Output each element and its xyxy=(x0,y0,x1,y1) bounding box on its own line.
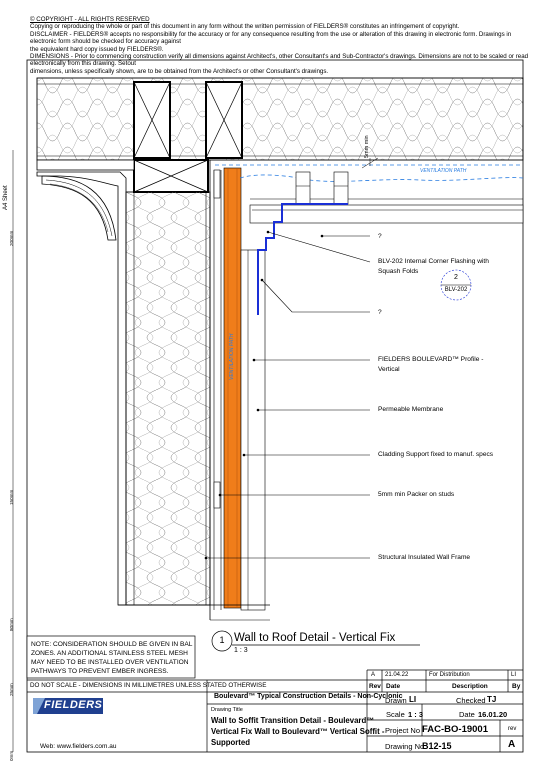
title-number: 1 xyxy=(219,635,225,645)
callout-wall-frame: Structural Insulated Wall Frame xyxy=(378,554,471,561)
drawing-title-line: Supported xyxy=(211,738,250,747)
scale-label: Scale xyxy=(386,710,405,719)
copyright-text: Copying or reproducing the whole or part… xyxy=(30,23,460,31)
copyright-title: © COPYRIGHT - ALL RIGHTS RESERVED xyxy=(30,16,150,23)
by-header: By xyxy=(512,683,521,690)
scale-150mm: 150mm xyxy=(9,489,14,505)
drawing-no-value: B12-15 xyxy=(422,741,452,751)
project-label: Project No xyxy=(385,726,421,735)
callout-membrane: Permeable Membrane xyxy=(378,406,444,413)
callout-flashing-2: Squash Folds xyxy=(378,268,419,275)
ventilation-path-top-label: VENTILATION PATH xyxy=(420,168,467,174)
copyright-block: © COPYRIGHT - ALL RIGHTS RESERVED Copyin… xyxy=(30,16,530,75)
rev-description-cell: For Distribution xyxy=(429,672,470,678)
drawn-value: LI xyxy=(409,695,417,704)
checked-value: TJ xyxy=(487,695,497,704)
series-title: Boulevard™ Typical Construction Details … xyxy=(214,693,403,700)
drawing-title-line: Vertical Fix Wall to Boulevard™ Vertical… xyxy=(211,727,385,736)
callout-unknown-1: ? xyxy=(378,233,382,240)
scale-80mm: 80mm xyxy=(9,618,14,631)
callout-unknown-2: ? xyxy=(378,309,382,316)
detail-scale: 1 : 3 xyxy=(234,647,248,654)
rev-by-cell: LI xyxy=(511,672,517,678)
callout-profile-2: Vertical xyxy=(378,366,400,373)
detail-title: Wall to Roof Detail - Vertical Fix xyxy=(234,632,396,644)
callout-profile: FIELDERS BOULEVARD™ Profile - xyxy=(378,356,484,363)
date-header: Date xyxy=(386,683,401,690)
rev-label: rev xyxy=(508,726,517,732)
rev-value: A xyxy=(508,739,516,750)
drawn-label: Drawn xyxy=(385,696,407,705)
website: Web: www.fielders.com.au xyxy=(40,743,117,750)
checked-label: Checked xyxy=(456,696,486,705)
disclaimer-text-2: the equivalent hard copy issued by FIELD… xyxy=(30,45,164,53)
ember-note: NOTE: CONSIDERATION SHOULD BE GIVEN IN B… xyxy=(31,640,192,676)
ventilation-path-side-label: VENTILATION PATH xyxy=(229,333,235,380)
detail-ref-sheet: BLV-202 xyxy=(444,287,468,293)
do-not-scale-note: DO NOT SCALE - DIMENSIONS IN MILLIMETRES… xyxy=(30,682,267,689)
callout-cladding-support: Cladding Support fixed to manuf. specs xyxy=(378,451,494,458)
callout-flashing: BLV-202 Internal Corner Flashing with xyxy=(378,258,489,265)
note-line: ZONES. AN ADDITIONAL STAINLESS STEEL MES… xyxy=(31,650,188,657)
dimensions-text-2: dimensions, unless specifically shown, a… xyxy=(30,67,329,75)
note-line: MAY NEED TO BE INSTALLED OVER VENTILATIO… xyxy=(31,659,189,666)
drawing-no-label: Drawing No xyxy=(385,742,425,751)
rev-header: Rev xyxy=(369,683,381,690)
note-line: NOTE: CONSIDERATION SHOULD BE GIVEN IN B… xyxy=(31,641,193,648)
disclaimer-text: DISCLAIMER - FIELDERS® accepts no respon… xyxy=(30,30,512,46)
project-value: FAC-BO-19001 xyxy=(422,724,488,735)
description-header: Description xyxy=(452,683,488,690)
date-value: 16.01.20 xyxy=(478,710,508,719)
date-label: Date xyxy=(459,710,475,719)
rev-date-cell: 21.04.22 xyxy=(385,672,409,678)
scale-200mm: 200mm xyxy=(9,230,14,246)
drawing-title-line: Wall to Soffit Transition Detail - Boule… xyxy=(211,716,375,725)
rev-cell: A xyxy=(371,672,376,678)
note-line: PATHWAYS TO PREVENT EMBER INGRESS. xyxy=(31,668,169,675)
sheet-label: A4 Sheet xyxy=(3,185,9,210)
detail-ref-number: 2 xyxy=(454,274,458,281)
dimension-label: 5mm min xyxy=(364,135,370,158)
scale-value: 1 : 3 xyxy=(408,710,424,719)
scale-0mm: 0mm xyxy=(9,750,14,761)
scale-25mm: 25mm xyxy=(9,683,14,696)
fielders-logo: FIELDERS xyxy=(44,699,103,711)
dimensions-text: DIMENSIONS - Prior to commencing constru… xyxy=(30,53,529,68)
drawing-title-label: Drawing Title xyxy=(211,707,243,713)
callout-packer: 5mm min Packer on studs xyxy=(378,491,455,498)
